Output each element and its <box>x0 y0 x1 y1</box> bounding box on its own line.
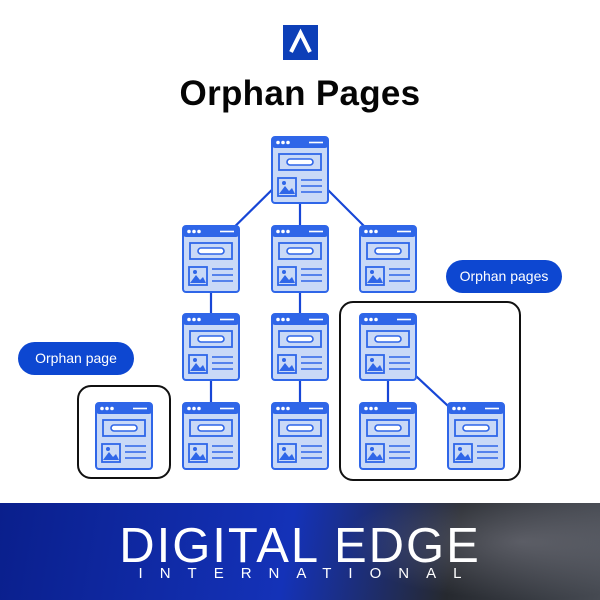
brand-logo <box>283 25 318 60</box>
webpage-icon <box>182 402 240 470</box>
webpage-icon <box>271 402 329 470</box>
webpage-icon-orphan <box>359 402 417 470</box>
webpage-icon-orphan <box>95 402 153 470</box>
orphan-pages-label: Orphan pages <box>446 260 562 293</box>
orphan-pages-box <box>339 301 521 481</box>
webpage-icon <box>271 313 329 381</box>
footer-photo-overlay <box>340 503 600 600</box>
orphan-page-box <box>77 385 171 479</box>
webpage-icon <box>359 225 417 293</box>
webpage-icon <box>182 313 240 381</box>
orphan-page-label: Orphan page <box>18 342 134 375</box>
page-title: Orphan Pages <box>179 74 421 113</box>
webpage-icon <box>271 225 329 293</box>
webpage-icon <box>182 225 240 293</box>
brand-name: DIGITAL EDGE <box>119 519 481 573</box>
webpage-icon-root <box>271 136 329 204</box>
footer-banner <box>0 503 600 600</box>
brand-subtitle: INTERNATIONAL <box>138 565 479 582</box>
webpage-icon-orphan <box>447 402 505 470</box>
chevron-up-icon <box>289 28 312 53</box>
webpage-icon-orphan <box>359 313 417 381</box>
